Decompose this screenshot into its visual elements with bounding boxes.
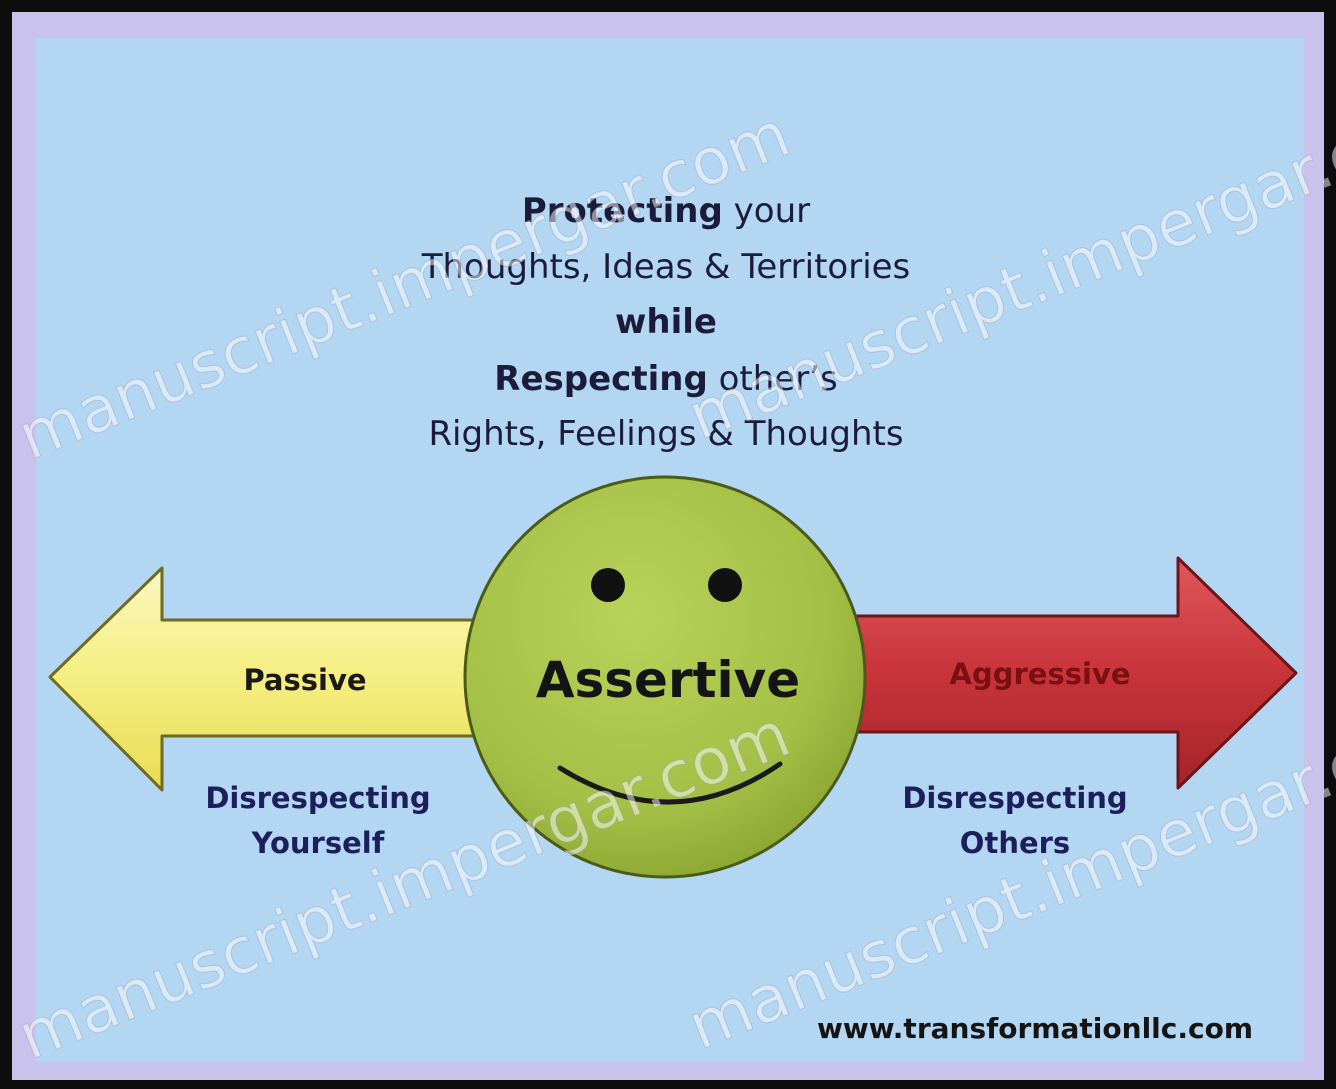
aggressive-label: Aggressive (950, 657, 1131, 691)
passive-label: Passive (243, 663, 366, 697)
aggressive-caption-line-1: Disrespecting (902, 781, 1127, 815)
passive-caption-line-2: Yourself (251, 826, 385, 860)
assertive-label: Assertive (536, 651, 800, 709)
face-circle (463, 475, 867, 879)
statement-line-4: Respecting other’s (494, 359, 837, 399)
statement-line-2: Thoughts, Ideas & Territories (421, 247, 911, 287)
aggressive-caption-line-2: Others (960, 826, 1070, 860)
left-eye (591, 568, 625, 602)
statement-line-5: Rights, Feelings & Thoughts (428, 414, 903, 454)
assertive-smiley-face: Assertive (463, 475, 867, 879)
statement-line-3: while (615, 302, 717, 342)
right-eye (708, 568, 742, 602)
passive-caption-line-1: Disrespecting (205, 781, 430, 815)
assertiveness-definition: Protecting your Thoughts, Ideas & Territ… (421, 191, 911, 454)
smile-mouth (557, 761, 783, 805)
footer-url: www.transformationllc.com (817, 1012, 1253, 1045)
statement-line-1: Protecting your (522, 191, 810, 231)
